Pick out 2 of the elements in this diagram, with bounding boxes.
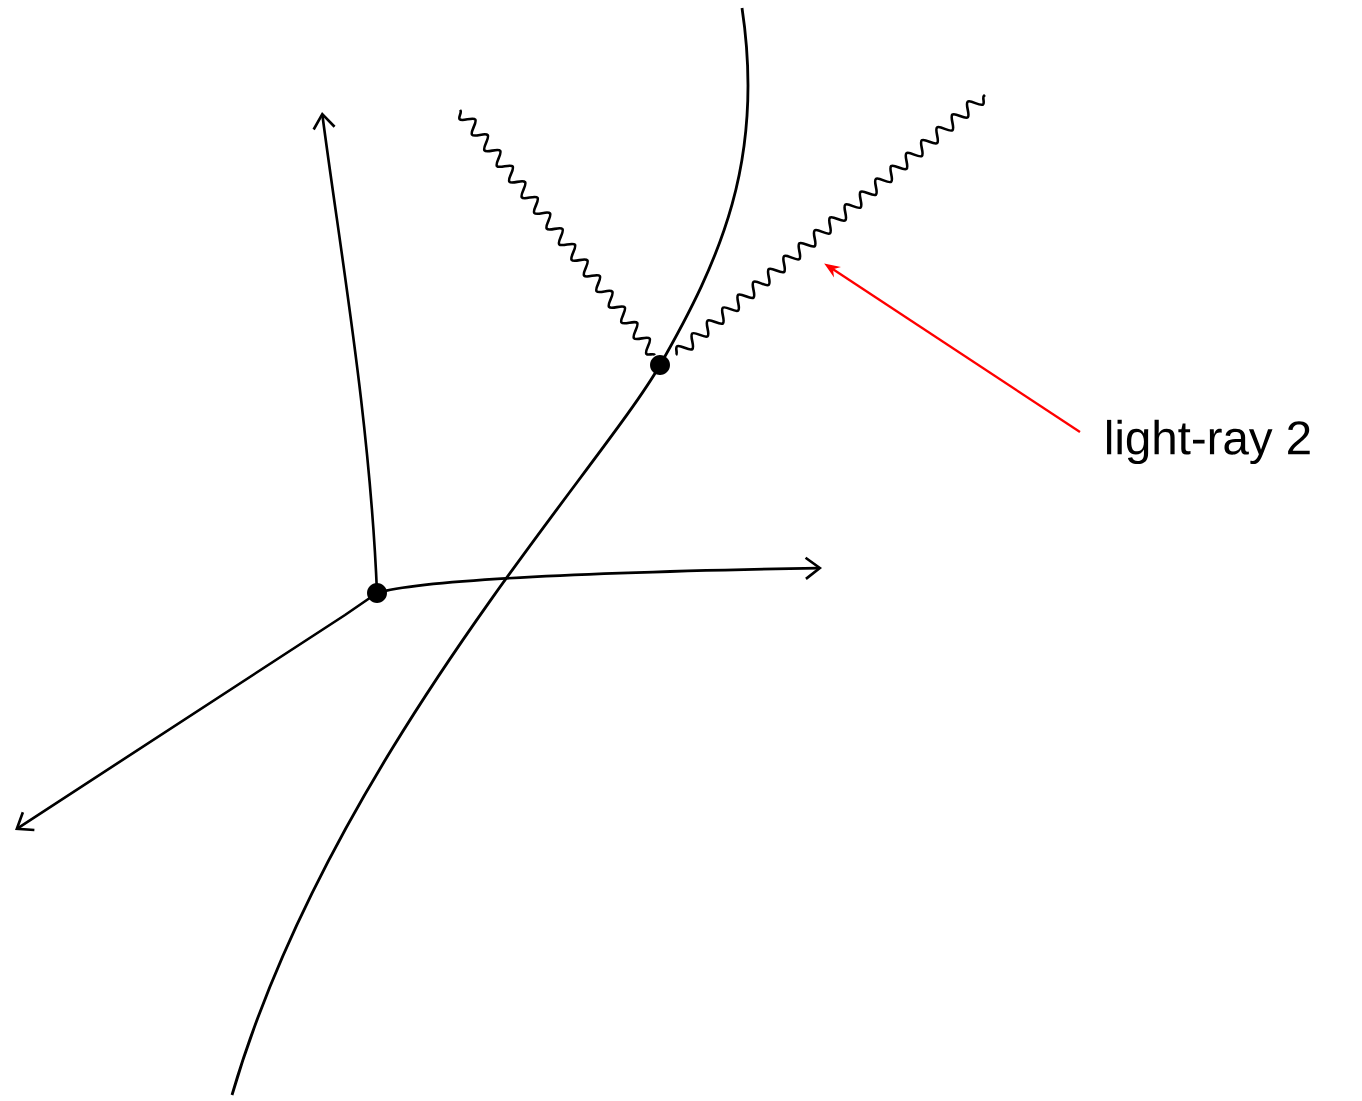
wavy-light-ray	[674, 94, 987, 356]
ray-label: light-ray 2	[1107, 419, 1310, 465]
